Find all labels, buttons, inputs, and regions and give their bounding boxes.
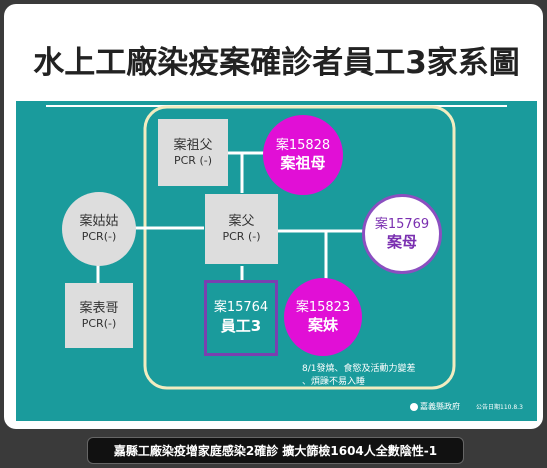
cousin-pcr: PCR(-) xyxy=(81,316,117,330)
sister-node: 案15823 案妹 xyxy=(284,278,362,356)
diagram-panel: 水上工廠染疫案確診者員工3家系圖 案祖父 PCR (-) 案15828 案祖母 … xyxy=(16,21,537,421)
sister-label: 案妹 xyxy=(307,315,338,334)
employee-label: 員工3 xyxy=(220,316,262,335)
image-frame: 水上工廠染疫案確診者員工3家系圖 案祖父 PCR (-) 案15828 案祖母 … xyxy=(4,4,543,429)
aunt-label: 案姑姑 xyxy=(79,214,119,229)
government-logo: 嘉義縣政府 xyxy=(410,401,460,412)
aunt-node: 案姑姑 PCR(-) xyxy=(62,192,136,266)
government-name: 嘉義縣政府 xyxy=(420,402,460,411)
father-label: 案父 xyxy=(228,214,255,229)
symptom-note-line2: 、煩躁不易入睡 xyxy=(302,377,366,388)
symptom-note-line1: 8/1發燒、食慾及活動力變差 xyxy=(302,364,416,374)
government-seal-icon xyxy=(410,402,418,411)
grandmother-label: 案祖母 xyxy=(280,153,326,172)
cousin-label: 案表哥 xyxy=(79,300,119,316)
employee-case: 案15764 xyxy=(213,299,269,315)
symptom-note: 8/1發燒、食慾及活動力變差 、煩躁不易入睡 xyxy=(302,363,442,389)
image-caption: 嘉縣工廠染疫增家庭感染2確診 擴大篩檢1604人全數陰性-1 xyxy=(87,437,464,464)
household-outline xyxy=(143,105,456,390)
mother-label: 案母 xyxy=(386,232,417,251)
mother-node: 案15769 案母 xyxy=(362,194,442,274)
grandmother-node: 案15828 案祖母 xyxy=(263,115,343,195)
employee-node: 案15764 員工3 xyxy=(204,280,278,356)
diagram-title: 水上工廠染疫案確診者員工3家系圖 xyxy=(33,45,520,81)
grandmother-case: 案15828 xyxy=(275,137,331,153)
aunt-pcr: PCR(-) xyxy=(81,230,117,244)
father-pcr: PCR (-) xyxy=(222,230,261,244)
grandfather-node: 案祖父 PCR (-) xyxy=(158,119,228,186)
grandfather-label: 案祖父 xyxy=(173,137,213,153)
mother-case: 案15769 xyxy=(374,216,430,232)
grandfather-pcr: PCR (-) xyxy=(173,153,212,167)
sister-case: 案15823 xyxy=(295,299,351,315)
father-node: 案父 PCR (-) xyxy=(205,194,278,264)
cousin-node: 案表哥 PCR(-) xyxy=(65,283,133,348)
title-bar: 水上工廠染疫案確診者員工3家系圖 xyxy=(16,21,537,101)
announcement-date: 公告日期110.8.3 xyxy=(476,404,523,411)
